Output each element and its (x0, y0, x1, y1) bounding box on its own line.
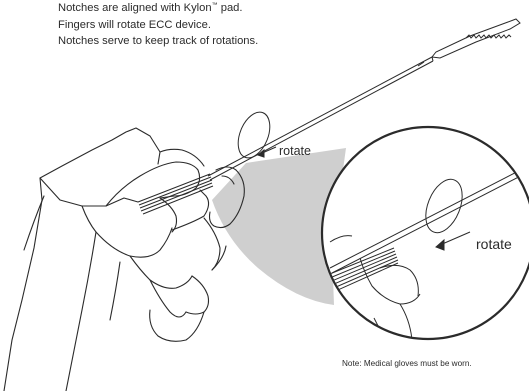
medical-gloves-note: Note: Medical gloves must be worn. (342, 359, 472, 368)
rotate-label-magnified: rotate (476, 236, 512, 252)
rotate-indicator-main (232, 108, 276, 163)
hand-illustration (4, 128, 244, 391)
rotate-label-main: rotate (279, 144, 311, 158)
magnified-view-circle (322, 127, 529, 339)
kylon-pad (138, 174, 213, 214)
